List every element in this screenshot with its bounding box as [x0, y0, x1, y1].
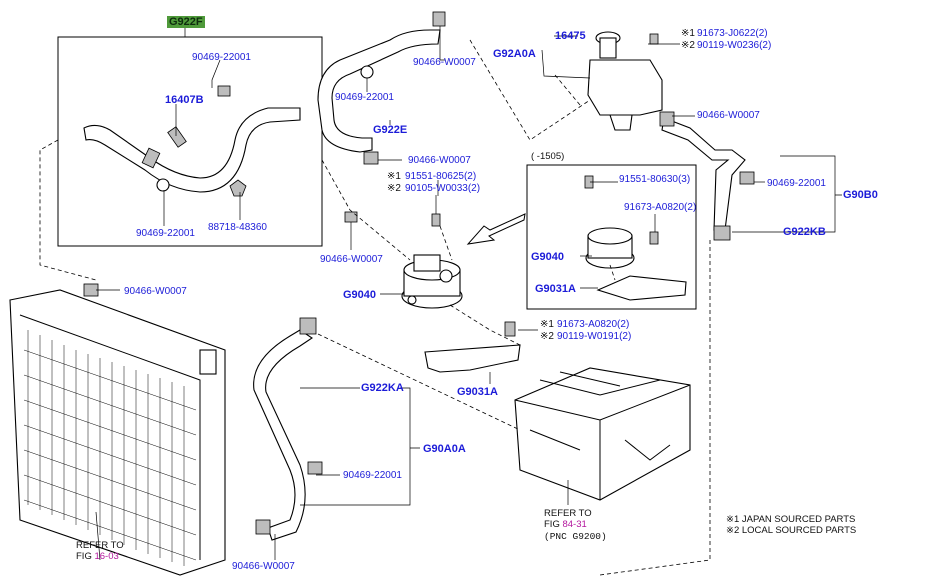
inset-pump-drawing — [584, 175, 687, 301]
part-label-90119-w0236[interactable]: 90119-W0236(2) — [697, 40, 772, 51]
part-label-90466-w0007[interactable]: 90466-W0007 — [320, 254, 383, 265]
part-label-90466-w0007[interactable]: 90466-W0007 — [697, 110, 760, 121]
g922f-group-box — [57, 36, 323, 247]
part-label-88718-48360[interactable]: 88718-48360 — [208, 222, 267, 233]
refer-inverter-text: REFER TO — [544, 508, 592, 519]
bolt-mark-1: ※1 — [387, 171, 401, 182]
part-label-90469-22001[interactable]: 90469-22001 — [192, 52, 251, 63]
radiator-drawing — [9, 283, 226, 576]
part-label-91673-j0622[interactable]: 91673-J0622(2) — [697, 28, 768, 39]
leader-lines — [95, 26, 842, 561]
refer-inverter-pnc: (PNC G9200) — [544, 531, 607, 542]
refer-inverter-fig[interactable]: FIG 84-31 — [544, 519, 587, 530]
part-label-90466-w0007[interactable]: 90466-W0007 — [232, 561, 295, 572]
part-label-90466-w0007[interactable]: 90466-W0007 — [413, 57, 476, 68]
group-label-g92a0a[interactable]: G92A0A — [493, 48, 536, 60]
part-label-90469-22001[interactable]: 90469-22001 — [335, 92, 394, 103]
part-label-90119-w0191[interactable]: 90119-W0191(2) — [557, 331, 632, 342]
dashed-guides — [39, 39, 711, 576]
part-label-16407b[interactable]: 16407B — [165, 94, 204, 106]
group-label-g9040[interactable]: G9040 — [343, 289, 377, 301]
bolt-mark-2: ※2 — [387, 183, 401, 194]
tank-mark-2: ※2 — [681, 40, 695, 51]
part-label-16475[interactable]: 16475 — [555, 30, 586, 42]
refer-radiator-text: REFER TO — [76, 540, 124, 551]
part-label-91551-80630[interactable]: 91551-80630(3) — [619, 174, 691, 185]
inverter-drawing — [514, 367, 691, 501]
legend-japan-sourced: ※1 JAPAN SOURCED PARTS — [726, 514, 856, 525]
g9031a-bracket-drawing — [424, 344, 521, 373]
group-label-g9031a[interactable]: G9031A — [457, 386, 498, 398]
group-label-g922ka[interactable]: G922KA — [361, 382, 404, 394]
part-label-90469-22001[interactable]: 90469-22001 — [767, 178, 826, 189]
bracket-mark-1: ※1 — [540, 319, 554, 330]
group-label-g922kb[interactable]: G922KB — [783, 226, 826, 238]
part-label-90105-w0033[interactable]: 90105-W0033(2) — [405, 183, 481, 194]
inset-box — [526, 164, 697, 310]
group-header-g922f[interactable]: G922F — [167, 16, 205, 28]
fig-link-16-03[interactable]: 16-03 — [94, 551, 119, 562]
bracket-mark-2: ※2 — [540, 331, 554, 342]
inset-range-note: ( -1505) — [531, 151, 565, 162]
tank-mark-1: ※1 — [681, 28, 695, 39]
legend-local-sourced: ※2 LOCAL SOURCED PARTS — [726, 525, 857, 536]
part-label-91551-80625[interactable]: 91551-80625(2) — [405, 171, 477, 182]
part-label-90469-22001[interactable]: 90469-22001 — [136, 228, 195, 239]
reservoir-tank-drawing — [587, 31, 663, 131]
group-label-g922e[interactable]: G922E — [373, 124, 408, 136]
g9040-pump-drawing — [401, 254, 463, 309]
group-label-g90b0[interactable]: G90B0 — [843, 189, 878, 201]
part-label-91673-a0820[interactable]: 91673-A0820(2) — [557, 319, 630, 330]
part-label-91673-a0820[interactable]: 91673-A0820(2) — [624, 202, 697, 213]
refer-radiator-fig[interactable]: FIG 16-03 — [76, 551, 119, 562]
part-label-90466-w0007[interactable]: 90466-W0007 — [124, 286, 187, 297]
group-label-g90a0a[interactable]: G90A0A — [423, 443, 466, 455]
g922ka-hose-drawing — [253, 329, 313, 541]
part-label-90466-w0007[interactable]: 90466-W0007 — [408, 155, 471, 166]
g922f-hose-drawing — [83, 85, 301, 197]
fig-link-84-31[interactable]: 84-31 — [562, 519, 587, 530]
group-label-g9031a-inset[interactable]: G9031A — [535, 283, 576, 295]
inset-arrow — [466, 213, 526, 245]
part-label-90469-22001[interactable]: 90469-22001 — [343, 470, 402, 481]
group-label-g9040-inset[interactable]: G9040 — [531, 251, 565, 263]
g922e-hose-drawing — [317, 29, 441, 153]
